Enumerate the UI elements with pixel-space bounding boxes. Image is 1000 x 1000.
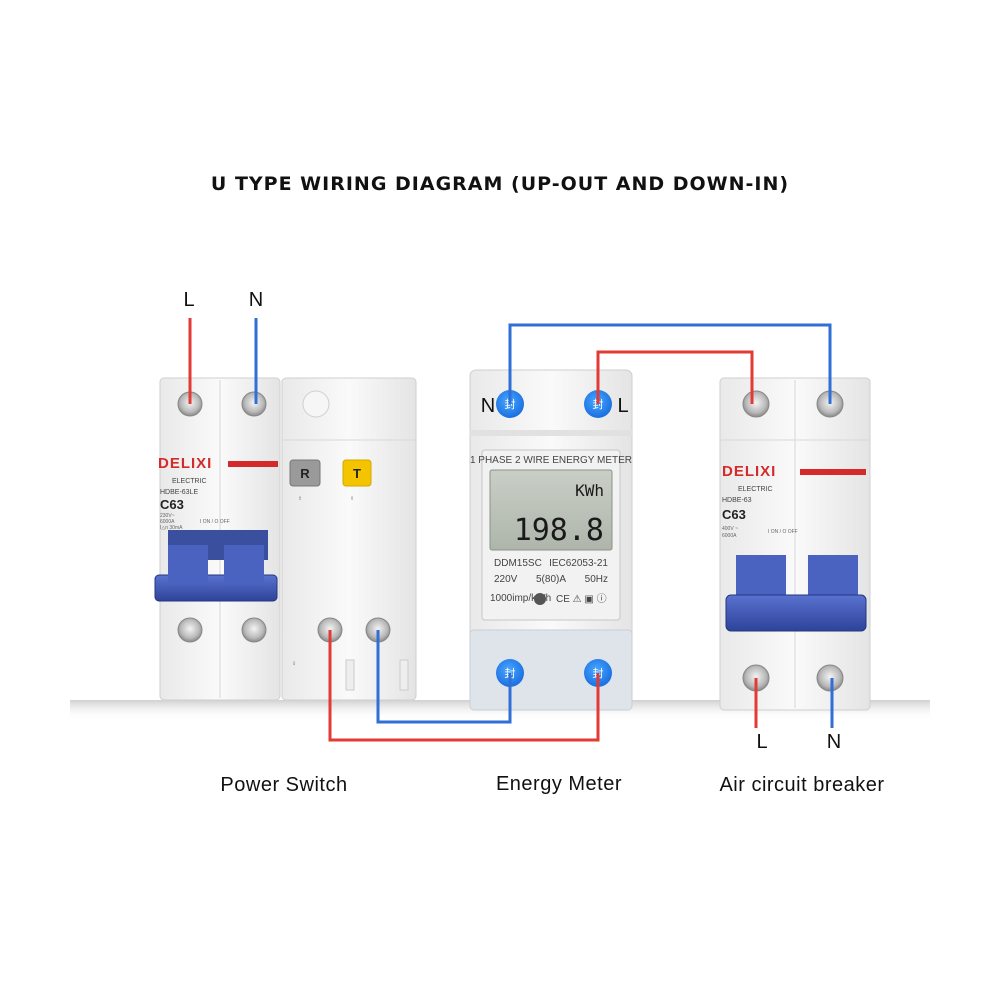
meter-header: 1 PHASE 2 WIRE ENERGY METER bbox=[470, 455, 632, 466]
lcd-display bbox=[489, 469, 613, 551]
rcd-test-button[interactable] bbox=[342, 459, 372, 487]
handle-lever bbox=[224, 545, 264, 585]
screw-icon bbox=[742, 390, 770, 418]
caption-power-switch: Power Switch bbox=[220, 774, 347, 796]
neutral-switch-to-meter-wire bbox=[376, 630, 512, 724]
meter-frequency: 50Hz bbox=[585, 574, 608, 585]
energy-meter: 1 PHASE 2 WIRE ENERGY METER KWh 198.8 DD… bbox=[469, 369, 633, 711]
up-arrow-icon: ⇧ bbox=[298, 496, 302, 502]
lcd-reading: 198.8 bbox=[514, 513, 604, 548]
label-meter-N: N bbox=[481, 395, 495, 417]
live-switch-to-meter-wire bbox=[328, 630, 600, 742]
caption-energy-meter: Energy Meter bbox=[496, 773, 622, 795]
label-meter-L: L bbox=[617, 395, 628, 417]
meter-current: 5(80)A bbox=[536, 574, 566, 585]
label-bottom-N: N bbox=[827, 731, 841, 753]
cert-marks-icon: CE ⚠ ▣ ⓘ bbox=[556, 593, 607, 605]
label-bottom-L: L bbox=[756, 731, 767, 753]
power-switch-spec-3: I△n 30mA bbox=[160, 525, 183, 531]
power-switch-spec-1: 230V~ bbox=[160, 513, 175, 519]
rcd-module-body bbox=[281, 377, 417, 701]
live-meter-to-breaker-wire bbox=[596, 350, 754, 404]
meter-voltage: 220V bbox=[494, 574, 518, 585]
brand-stripe bbox=[228, 461, 278, 467]
up-arrow-icon: ⇧ bbox=[350, 496, 354, 502]
air-breaker-rating: C63 bbox=[722, 507, 746, 522]
lcd-unit: KWh bbox=[575, 481, 604, 500]
terminal-foot bbox=[399, 659, 409, 691]
air-breaker-brand: DELIXI bbox=[722, 463, 776, 480]
indicator-window bbox=[302, 390, 330, 418]
terminal-foot bbox=[345, 659, 355, 691]
air-breaker-brand-sub: ELECTRIC bbox=[738, 486, 773, 493]
power-switch-model-code: HDBE-63LE bbox=[160, 489, 198, 496]
breaker-handle[interactable] bbox=[725, 594, 867, 632]
neutral-meter-to-breaker-wire bbox=[508, 323, 832, 404]
meter-standard: IEC62053-21 bbox=[549, 558, 608, 569]
down-arrow-icon: ⇩ bbox=[292, 661, 296, 667]
air-breaker-spec-1: 400V ~ bbox=[722, 526, 738, 532]
screw-icon bbox=[816, 664, 844, 692]
handle-lever bbox=[808, 555, 858, 600]
brand-stripe bbox=[800, 469, 866, 475]
diagram-title: U TYPE WIRING DIAGRAM (UP-OUT AND DOWN-I… bbox=[211, 173, 789, 195]
label-top-L: L bbox=[183, 289, 194, 311]
air-breaker-model-code: HDBE-63 bbox=[722, 497, 752, 504]
handle-lever bbox=[736, 555, 786, 600]
air-circuit-breaker: DELIXI ELECTRIC HDBE-63 C63 400V ~ 6000A… bbox=[719, 377, 871, 711]
label-top-N: N bbox=[249, 289, 263, 311]
rcd-reset-button[interactable] bbox=[289, 459, 321, 487]
caption-air-breaker: Air circuit breaker bbox=[719, 774, 884, 796]
air-breaker-spec-2: 6000A bbox=[722, 533, 737, 539]
power-switch-spec-2: 6000A bbox=[160, 519, 175, 525]
screw-icon bbox=[177, 617, 203, 643]
pulse-led-icon bbox=[534, 593, 546, 605]
handle-lever bbox=[168, 545, 208, 585]
air-breaker-on-off: I ON / O OFF bbox=[768, 529, 798, 535]
rcd-test-label: T bbox=[353, 466, 361, 481]
screw-icon bbox=[241, 391, 267, 417]
meter-rail bbox=[470, 430, 632, 436]
power-switch-rating: C63 bbox=[160, 497, 184, 512]
meter-imp: 1000imp/kWh bbox=[490, 593, 551, 604]
meter-model: DDM15SC bbox=[494, 558, 542, 569]
power-switch-brand-sub: ELECTRIC bbox=[172, 478, 207, 485]
power-switch-on-off: I ON / O OFF bbox=[200, 519, 230, 525]
screw-icon bbox=[241, 617, 267, 643]
power-switch-brand: DELIXI bbox=[158, 455, 212, 472]
rcd-reset-label: R bbox=[300, 466, 310, 481]
power-switch: DELIXI ELECTRIC HDBE-63LE C63 230V~ 6000… bbox=[154, 377, 417, 701]
